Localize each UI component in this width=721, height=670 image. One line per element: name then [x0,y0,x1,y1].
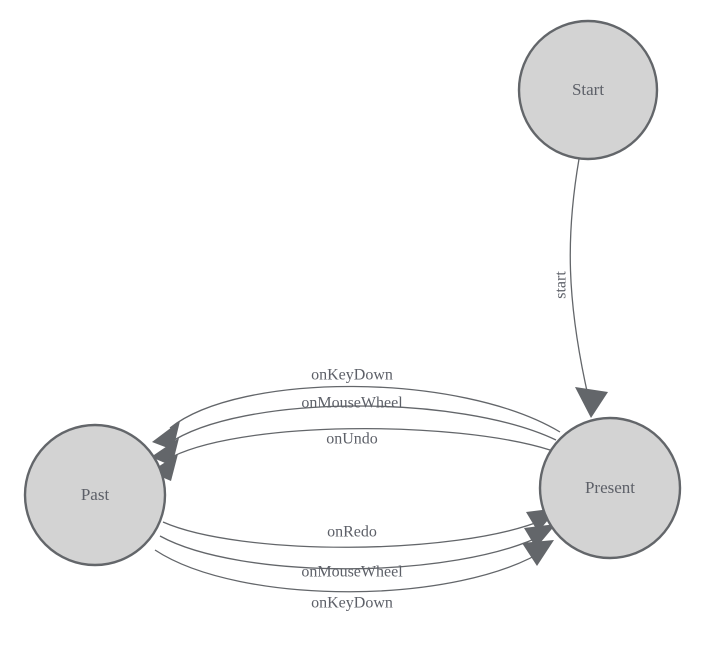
edge-past-to-present-2-path [159,533,546,570]
edge-past-to-present-3-label: onKeyDown [311,595,393,612]
edge-past-to-present-1-label: onRedo [327,524,377,541]
node-present-label: Present [585,478,635,497]
edge-past-to-present-3-arrowhead [522,540,554,566]
edge-start-to-present-label: start [553,271,570,299]
edge-present-to-past-3-label: onUndo [326,431,378,448]
edge-present-to-past-1-label: onKeyDown [311,367,393,384]
node-present[interactable]: Present [538,416,682,560]
edge-start-to-present[interactable]: start [553,158,608,418]
node-start-label: Start [572,80,604,99]
node-past[interactable]: Past [23,423,167,567]
edge-past-to-present-3[interactable]: onKeyDown [154,540,554,612]
edge-present-to-past-2-path [167,405,557,445]
node-past-circle [23,423,167,567]
edge-past-to-present-2[interactable]: onMouseWheel [159,524,556,581]
edge-present-to-past-2-label: onMouseWheel [301,395,403,412]
edge-past-to-present-3-path [154,547,549,593]
edge-start-to-present-path [569,158,590,401]
edge-past-to-present-1[interactable]: onRedo [162,508,558,548]
edge-present-to-past-1-path [169,385,561,433]
edge-start-to-present-arrowhead [575,387,608,418]
edge-past-to-present-1-path [162,519,544,548]
edge-past-to-present-2-arrowhead [524,524,556,548]
node-start-circle [517,19,659,161]
node-start[interactable]: Start [517,19,659,161]
node-past-label: Past [81,485,110,504]
edge-past-to-present-2-label: onMouseWheel [301,564,403,581]
node-present-circle [538,416,682,560]
edge-present-to-past-3[interactable]: onUndo [150,427,551,481]
edge-present-to-past-3-path [165,427,551,461]
